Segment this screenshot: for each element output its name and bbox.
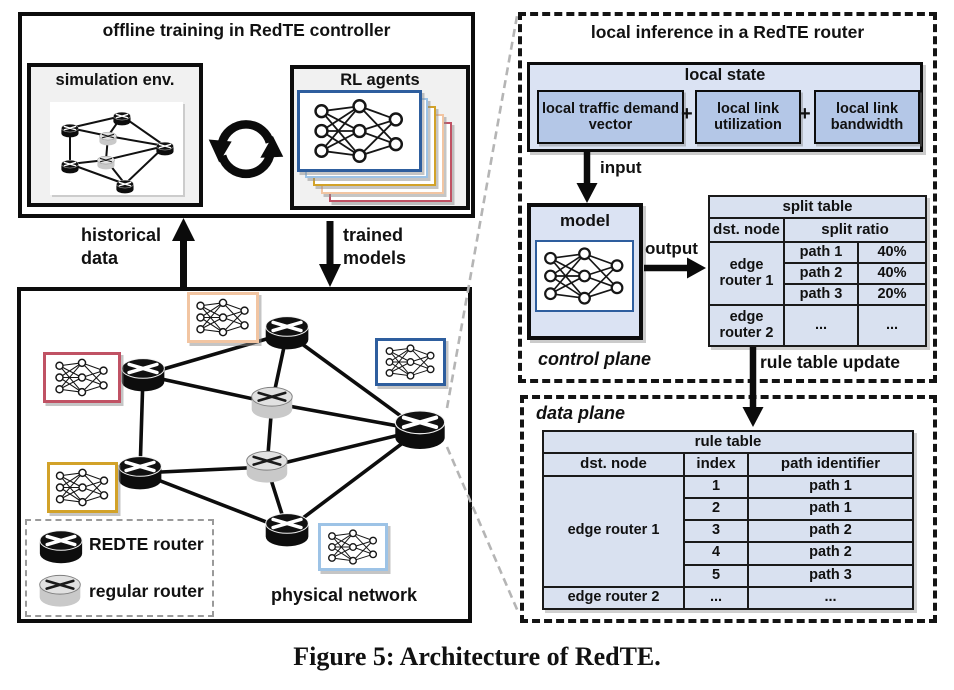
regular-router-icon bbox=[245, 450, 289, 484]
table-cell: ... bbox=[746, 585, 915, 611]
plus-sign: + bbox=[681, 103, 693, 125]
local-link-bandwidth-box: local link bandwidth bbox=[814, 90, 920, 144]
neural-network-icon bbox=[314, 99, 404, 163]
table-cell: path 1 bbox=[783, 241, 859, 264]
model-network-card bbox=[535, 240, 634, 312]
local-state-box: local state local traffic demand vector … bbox=[527, 62, 923, 152]
table-cell: ... bbox=[783, 304, 859, 347]
neural-network-icon bbox=[55, 358, 108, 397]
legend-regular-label: regular router bbox=[89, 581, 204, 601]
redte-router-icon bbox=[393, 408, 447, 451]
redte-router-icon bbox=[263, 314, 311, 352]
output-label: output bbox=[645, 239, 698, 258]
offline-training-title: offline training in RedTE controller bbox=[102, 20, 391, 40]
rule-table-title: rule table bbox=[541, 429, 915, 455]
redte-router-icon bbox=[263, 511, 311, 549]
table-cell: ... bbox=[856, 304, 928, 347]
agent-card-lightblue bbox=[318, 523, 388, 571]
local-inference-title: local inference in a RedTE router bbox=[590, 22, 865, 42]
local-traffic-demand-box: local traffic demand vector bbox=[537, 90, 684, 144]
simulation-env-label: simulation env. bbox=[55, 71, 175, 89]
table-cell: path 2 bbox=[783, 262, 859, 285]
neural-network-icon bbox=[55, 468, 109, 507]
offline-training-box: offline training in RedTE controller sim… bbox=[18, 12, 475, 218]
control-plane-label: control plane bbox=[538, 349, 652, 369]
table-cell: 1 bbox=[683, 474, 749, 499]
neural-network-icon bbox=[385, 344, 435, 380]
plus-sign: + bbox=[799, 103, 811, 125]
physical-network-box: REDTE router regular router physical net… bbox=[17, 287, 472, 623]
table-cell: 5 bbox=[683, 563, 749, 588]
local-state-title: local state bbox=[684, 66, 766, 84]
agent-card-blue bbox=[375, 338, 446, 386]
rule-table-col-index: index bbox=[683, 452, 749, 477]
neural-network-icon bbox=[196, 298, 249, 337]
rule-table-col-path: path identifier bbox=[746, 452, 915, 477]
physical-network-graph bbox=[116, 314, 447, 549]
table-cell: path 2 bbox=[746, 541, 915, 566]
table-cell: path 3 bbox=[746, 563, 915, 588]
input-label: input bbox=[600, 158, 642, 177]
rule-table-col-dst: dst. node bbox=[542, 452, 685, 477]
rule-table-group2: edge router 2 bbox=[542, 585, 685, 611]
regular-router-icon bbox=[38, 574, 82, 608]
neural-network-icon bbox=[544, 247, 624, 305]
split-table: split table dst. node split ratio edge r… bbox=[707, 195, 928, 347]
regular-router-icon bbox=[250, 386, 294, 420]
table-cell: 20% bbox=[856, 283, 928, 306]
table-cell: path 3 bbox=[783, 283, 859, 306]
rule-table-update-label: rule table update bbox=[760, 352, 901, 372]
agent-card-red bbox=[43, 352, 121, 403]
model-label: model bbox=[559, 211, 611, 230]
table-cell: 2 bbox=[683, 496, 749, 522]
neural-network-icon bbox=[328, 529, 378, 565]
simulation-network-image bbox=[50, 102, 183, 195]
table-cell: 3 bbox=[683, 518, 749, 544]
model-box: model bbox=[527, 203, 643, 340]
rule-table-group1: edge router 1 bbox=[542, 474, 685, 588]
rule-table: rule table dst. node index path identifi… bbox=[541, 429, 915, 611]
table-cell: ... bbox=[683, 585, 749, 611]
split-table-col-ratio: split ratio bbox=[782, 217, 928, 243]
simulation-env-box: simulation env. bbox=[27, 63, 203, 207]
table-cell: 40% bbox=[856, 241, 928, 264]
training-cycle-icon bbox=[208, 120, 284, 179]
control-plane-box: local inference in a RedTE router local … bbox=[518, 12, 937, 383]
trained-models-label: trained models bbox=[343, 225, 407, 268]
table-cell: 40% bbox=[856, 262, 928, 285]
split-table-title: split table bbox=[707, 195, 928, 219]
physical-network-label: physical network bbox=[271, 585, 418, 605]
split-table-group2: edge router 2 bbox=[708, 304, 785, 347]
rl-agents-box: RL agents bbox=[290, 65, 470, 210]
agent-card-peach bbox=[187, 292, 259, 343]
data-plane-label: data plane bbox=[536, 403, 626, 423]
table-cell: path 1 bbox=[746, 496, 915, 522]
trained-models-arrow bbox=[319, 221, 341, 287]
agent-card-front bbox=[297, 90, 422, 172]
historical-data-label: historical data bbox=[81, 225, 162, 268]
historical-data-arrow bbox=[172, 218, 195, 288]
redte-router-icon bbox=[119, 356, 167, 394]
simulation-network-graph-icon bbox=[60, 111, 175, 195]
local-link-utilization-box: local link utilization bbox=[695, 90, 801, 144]
legend-redte-label: REDTE router bbox=[89, 534, 204, 554]
split-table-col-dst: dst. node bbox=[708, 217, 785, 243]
data-plane-box: data plane rule table dst. node index pa… bbox=[520, 395, 937, 623]
redte-router-icon bbox=[116, 454, 164, 492]
rl-agents-label: RL agents bbox=[340, 71, 420, 89]
router-legend: REDTE router regular router bbox=[25, 519, 214, 617]
agent-card-gold bbox=[47, 462, 118, 513]
redte-router-icon bbox=[38, 529, 84, 565]
split-table-group1: edge router 1 bbox=[708, 241, 785, 306]
table-cell: path 1 bbox=[746, 474, 915, 499]
table-cell: 4 bbox=[683, 541, 749, 566]
figure-caption: Figure 5: Architecture of RedTE. bbox=[293, 642, 661, 671]
table-cell: path 2 bbox=[746, 518, 915, 544]
